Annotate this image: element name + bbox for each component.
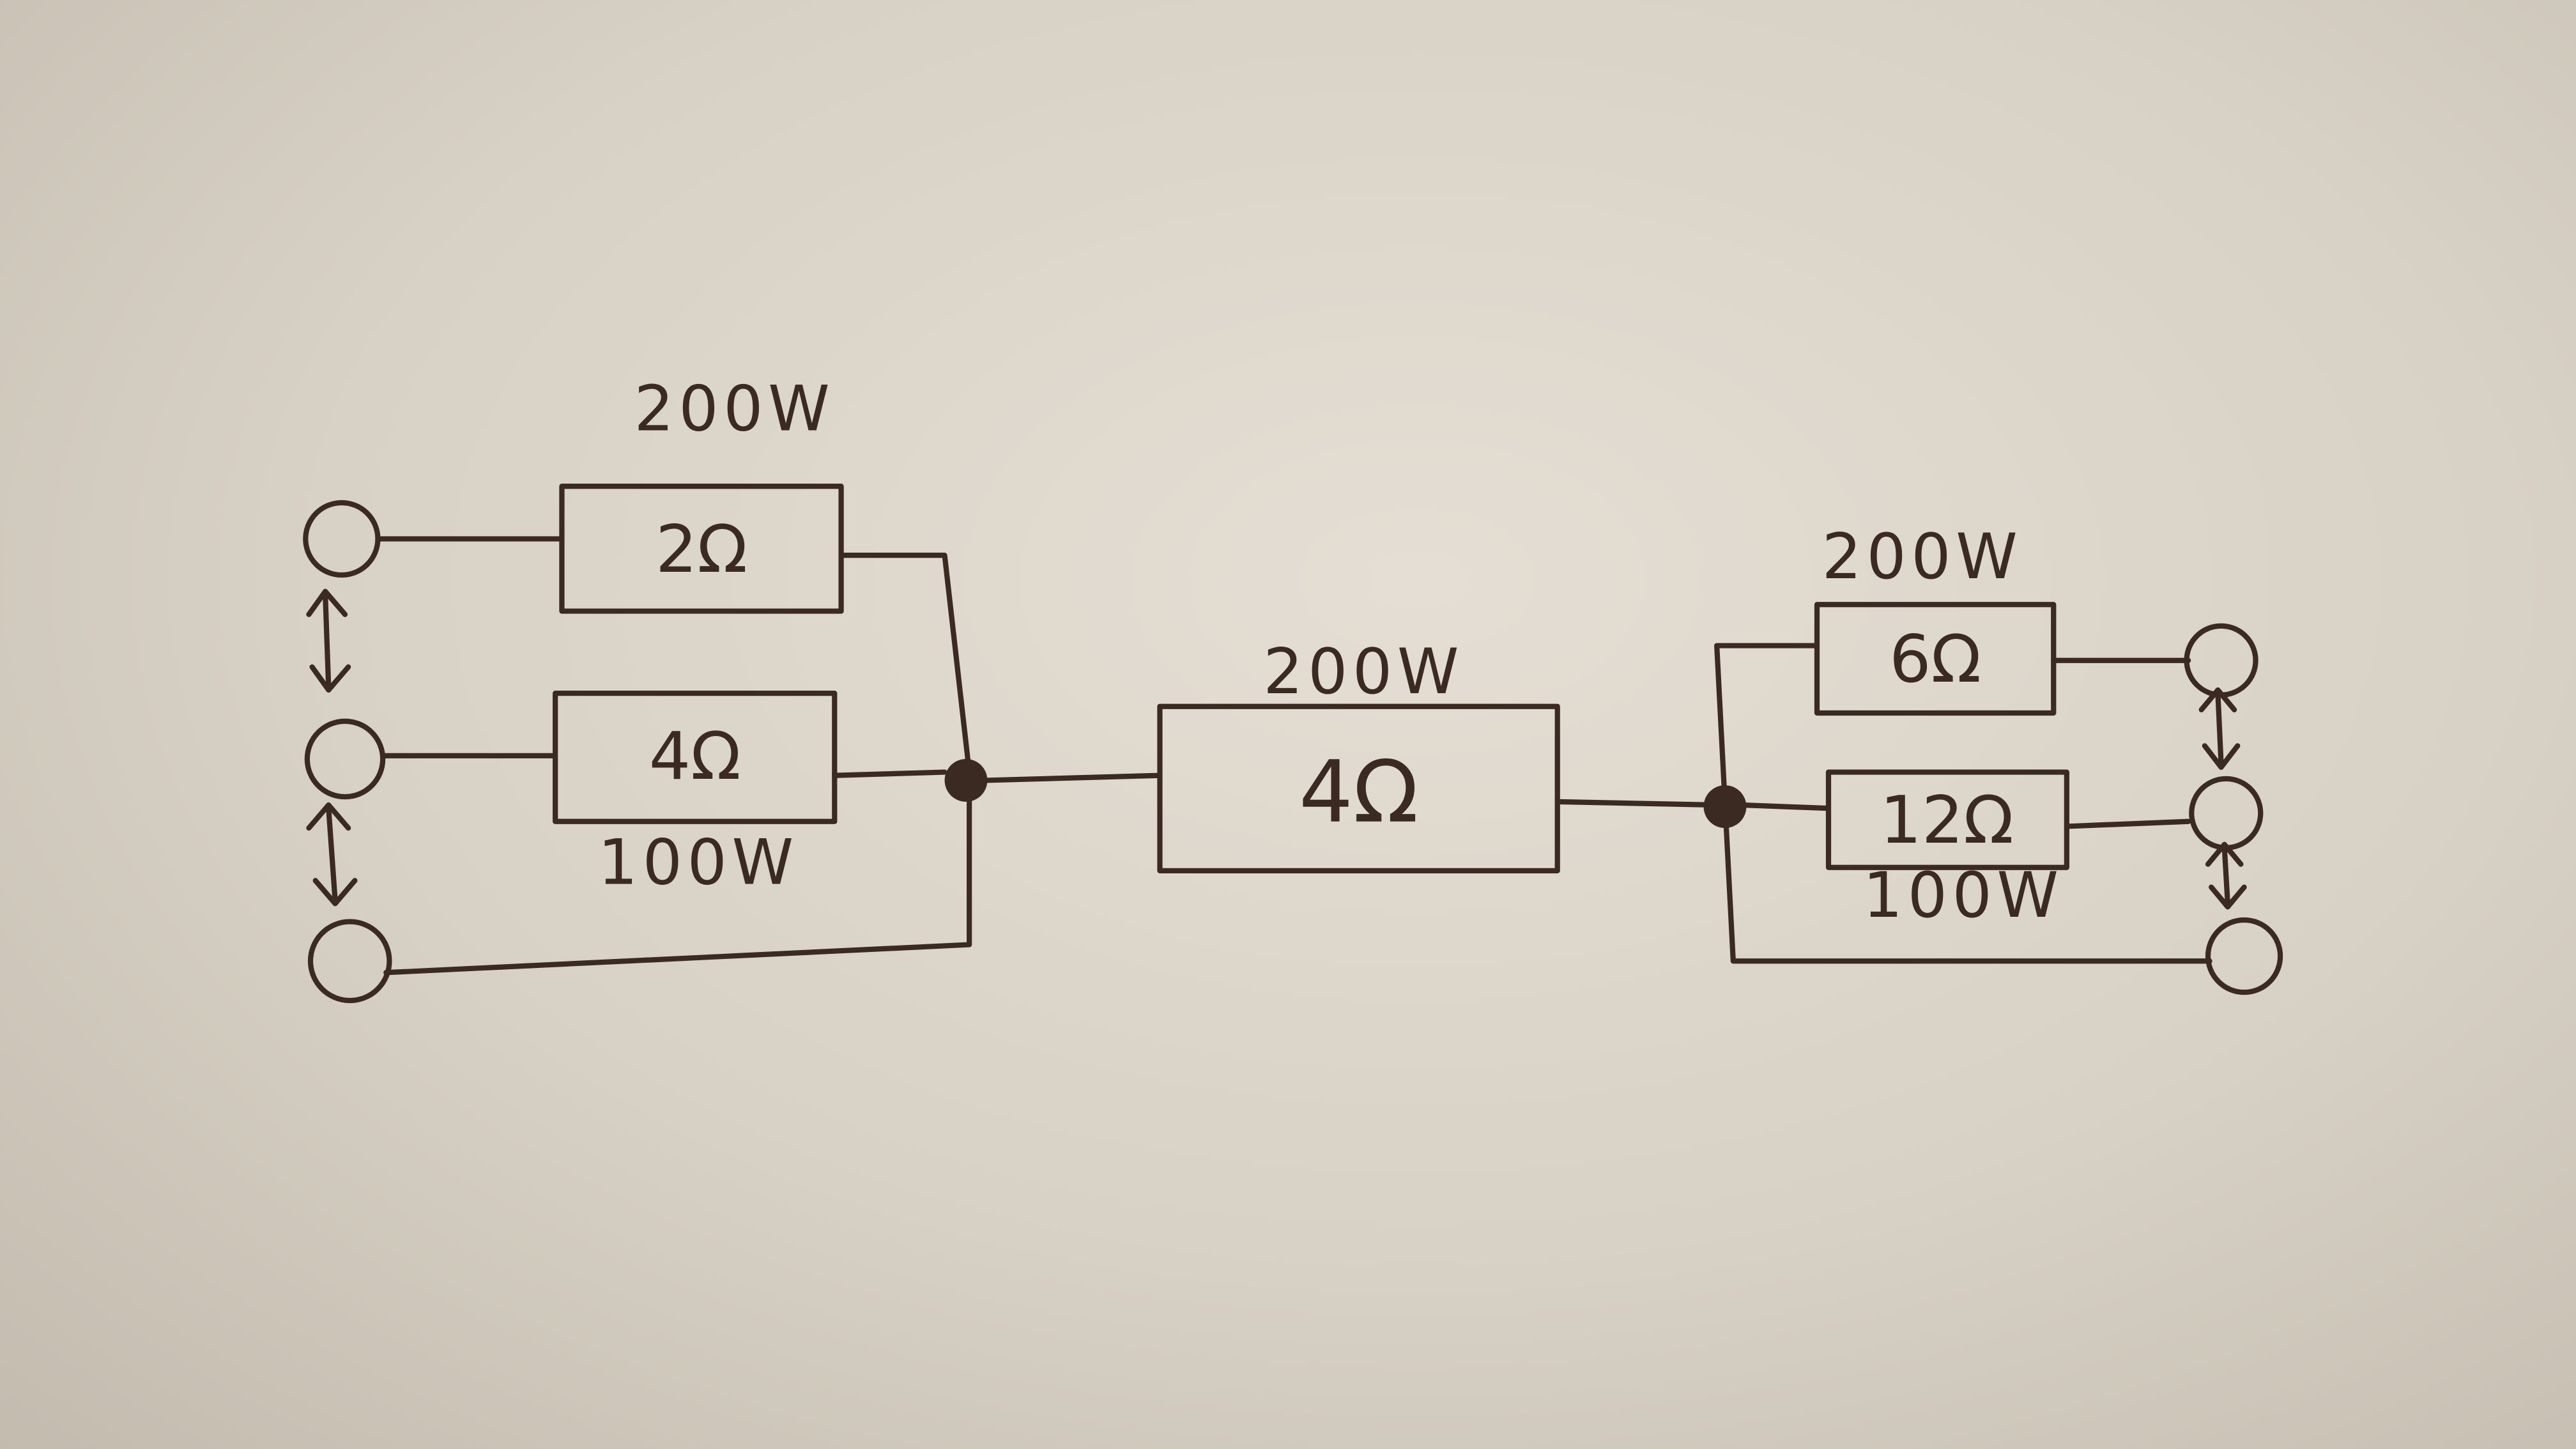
wire [1714,643,2212,964]
resistor-series-value: 4Ω [1299,742,1418,842]
resistor-left-1-power: 200W [634,373,834,446]
resistor-right-1-value: 6Ω [1889,622,1981,698]
left-double-arrow-2 [306,802,358,907]
resistor-right-2 [1825,769,2069,870]
wire [383,786,972,976]
right-double-arrow-2 [2205,841,2247,910]
right-double-arrow-1 [2198,687,2241,770]
resistor-series [1157,703,1560,873]
wire [1554,799,1720,808]
right-terminal-1 [2184,623,2258,698]
wire [2064,818,2191,829]
resistor-right-2-value: 12Ω [1880,783,2013,859]
resistor-left-2 [553,691,838,824]
left-double-arrow-1 [306,588,351,693]
resistor-left-2-value: 4Ω [649,719,741,795]
resistor-left-1 [559,484,844,614]
resistor-left-2-power: 100W [598,826,799,899]
left-terminal-2 [304,718,386,800]
resistor-left-1-value: 2Ω [656,512,747,588]
right-terminal-3 [2205,917,2283,995]
junction-node-left [944,759,988,802]
resistor-series-power: 200W [1263,636,1464,709]
resistor-right-2-power: 100W [1863,859,2064,932]
wire [838,553,972,775]
left-terminal-1 [303,500,381,578]
wire [832,769,947,778]
resistor-right-1-power: 200W [1822,521,2023,594]
right-terminal-2 [2189,776,2264,850]
wire [983,772,1163,783]
wire [1738,802,1832,811]
left-terminal-3 [307,919,392,1004]
